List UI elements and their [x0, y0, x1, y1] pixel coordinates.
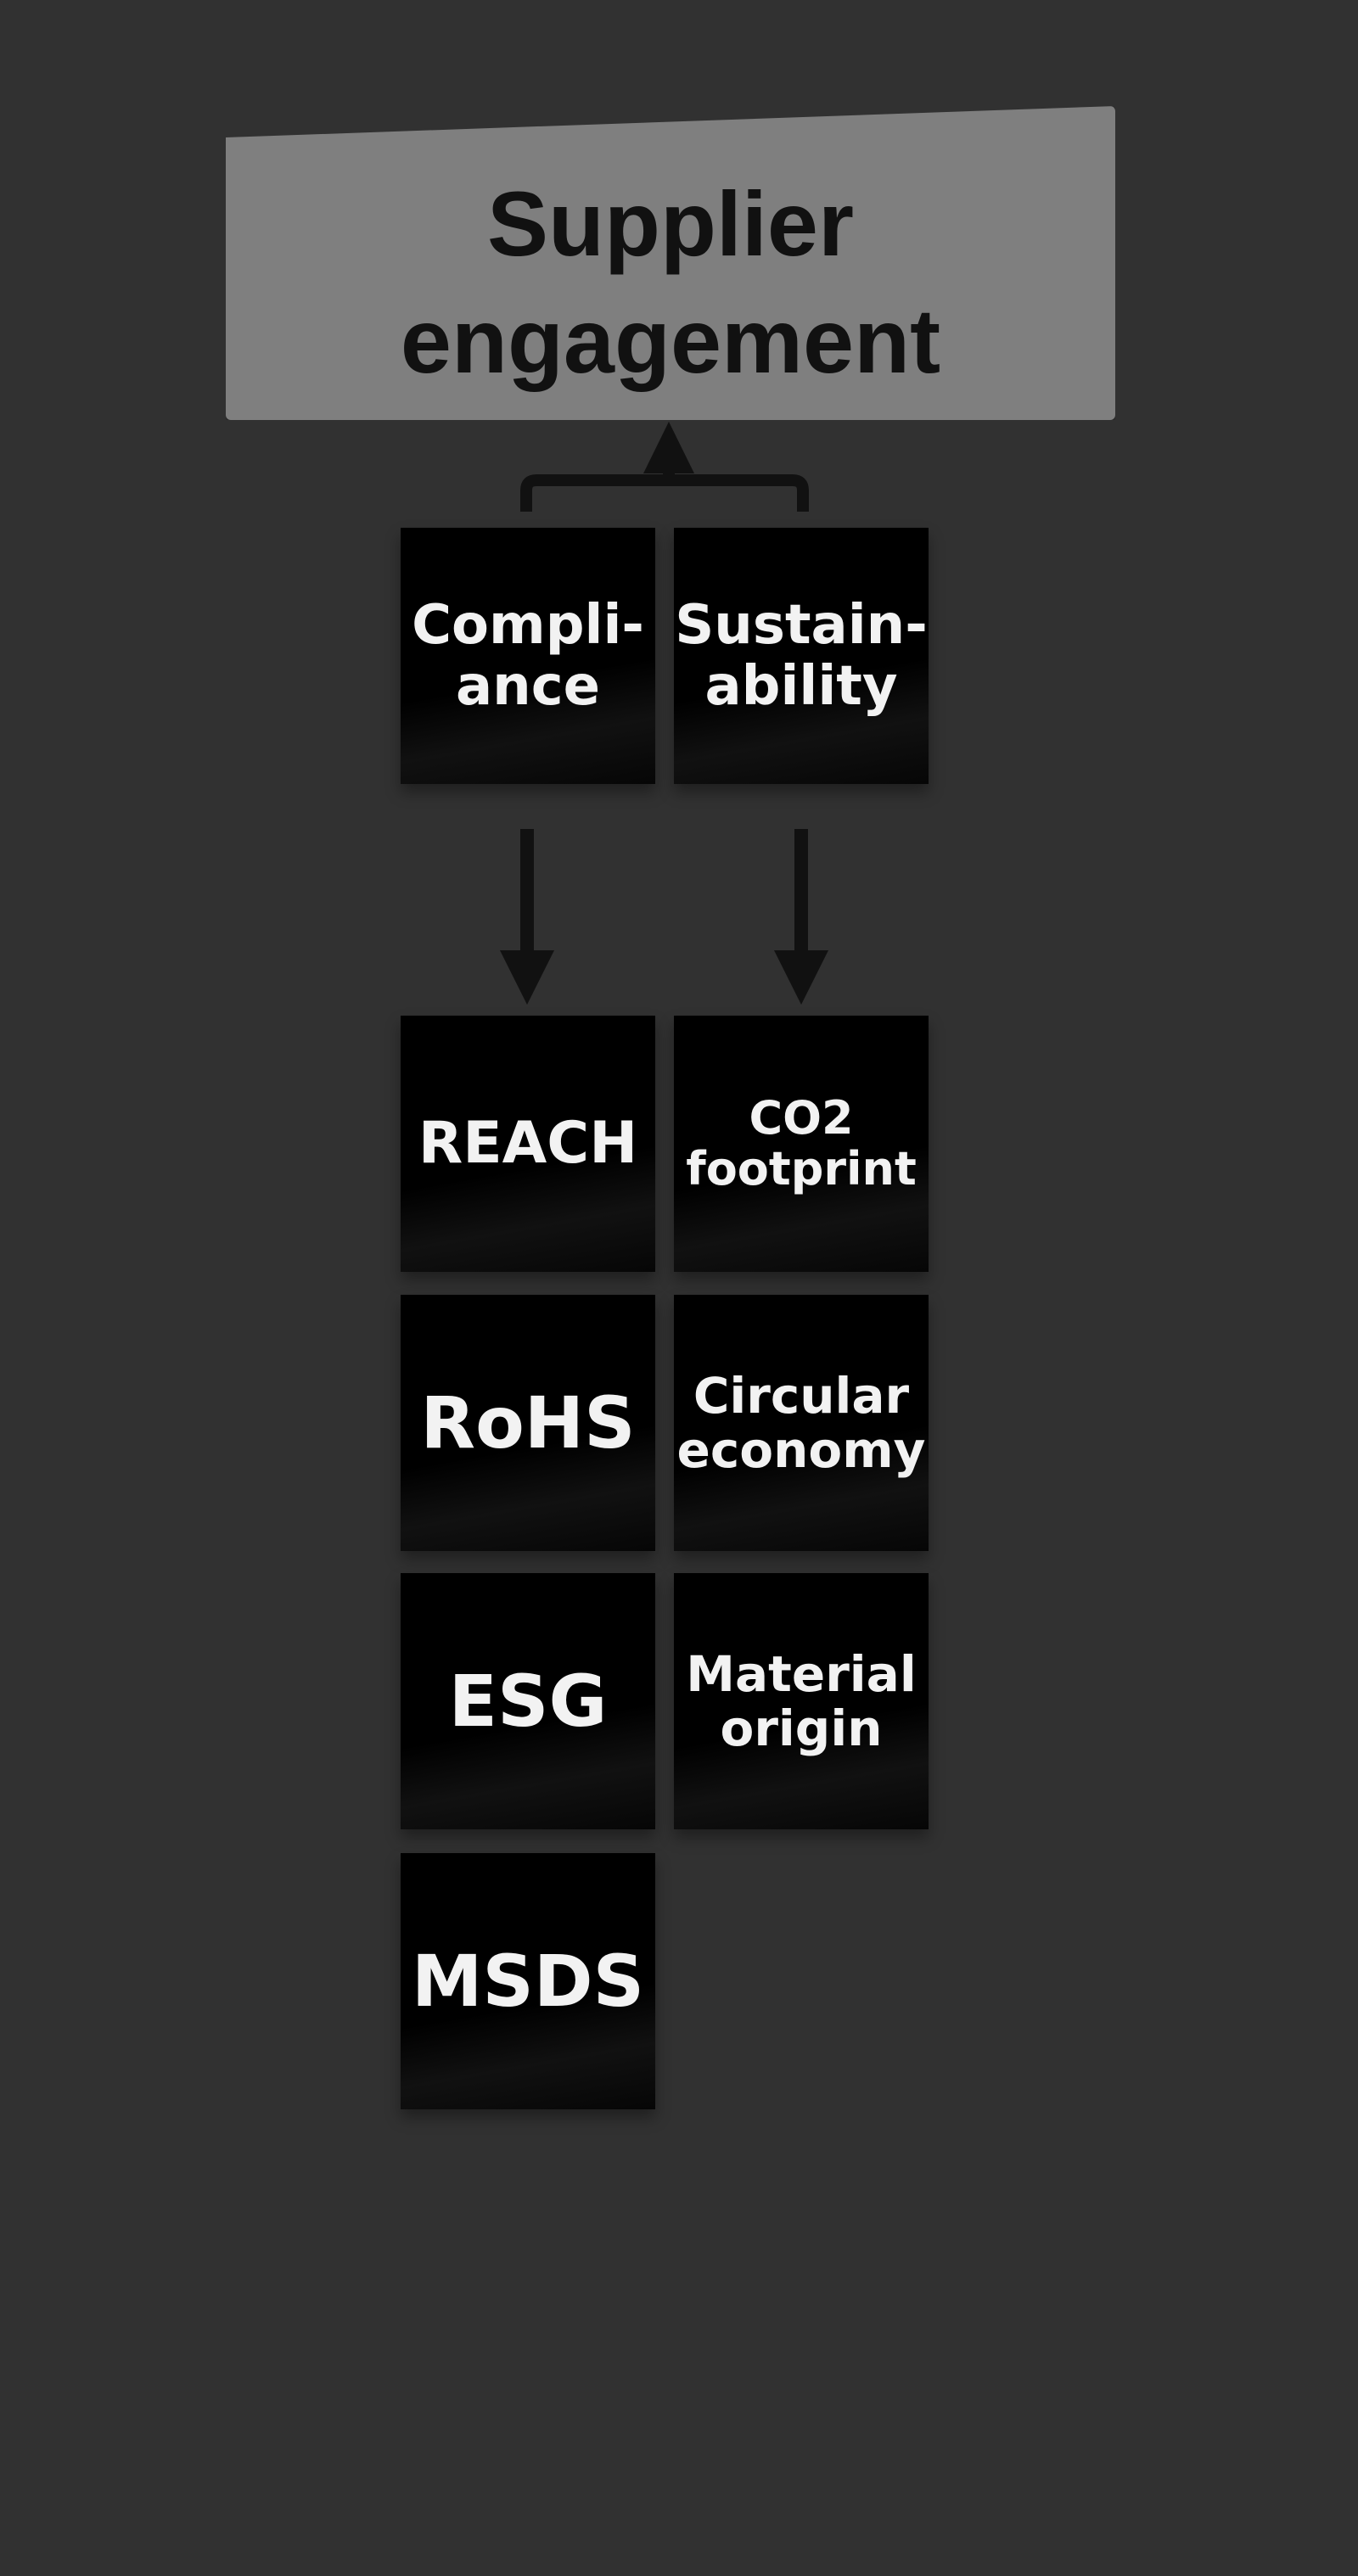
compliance-note-reach: REACH [401, 1016, 655, 1272]
note-label: MSDS [411, 1940, 645, 2023]
note-label: Material origin [686, 1645, 917, 1757]
note-label: ESG [448, 1660, 608, 1743]
category-label: Sustain- ability [675, 594, 928, 718]
category-label: Compli- ance [412, 594, 644, 718]
merge-bracket [520, 474, 809, 512]
header-title: Supplier engagement [400, 172, 941, 392]
header-card [226, 106, 1115, 420]
note-label: REACH [418, 1110, 638, 1177]
compliance-arrow-head [500, 950, 554, 1005]
compliance-note-esg: ESG [401, 1573, 655, 1829]
note-label: CO2 footprint [686, 1091, 917, 1196]
sustainability-note-material-origin: Material origin [674, 1573, 929, 1829]
category-note-sustainability: Sustain- ability [674, 528, 929, 784]
note-label: RoHS [420, 1381, 636, 1464]
category-note-compliance: Compli- ance [401, 528, 655, 784]
note-label: Circular economy [676, 1367, 926, 1479]
sustainability-note-circular-economy: Circular economy [674, 1295, 929, 1551]
sustainability-note-co2-footprint: CO2 footprint [674, 1016, 929, 1272]
sustainability-arrow-head [774, 950, 828, 1005]
up-arrow-head [643, 422, 694, 473]
compliance-note-msds: MSDS [401, 1853, 655, 2109]
compliance-note-rohs: RoHS [401, 1295, 655, 1551]
